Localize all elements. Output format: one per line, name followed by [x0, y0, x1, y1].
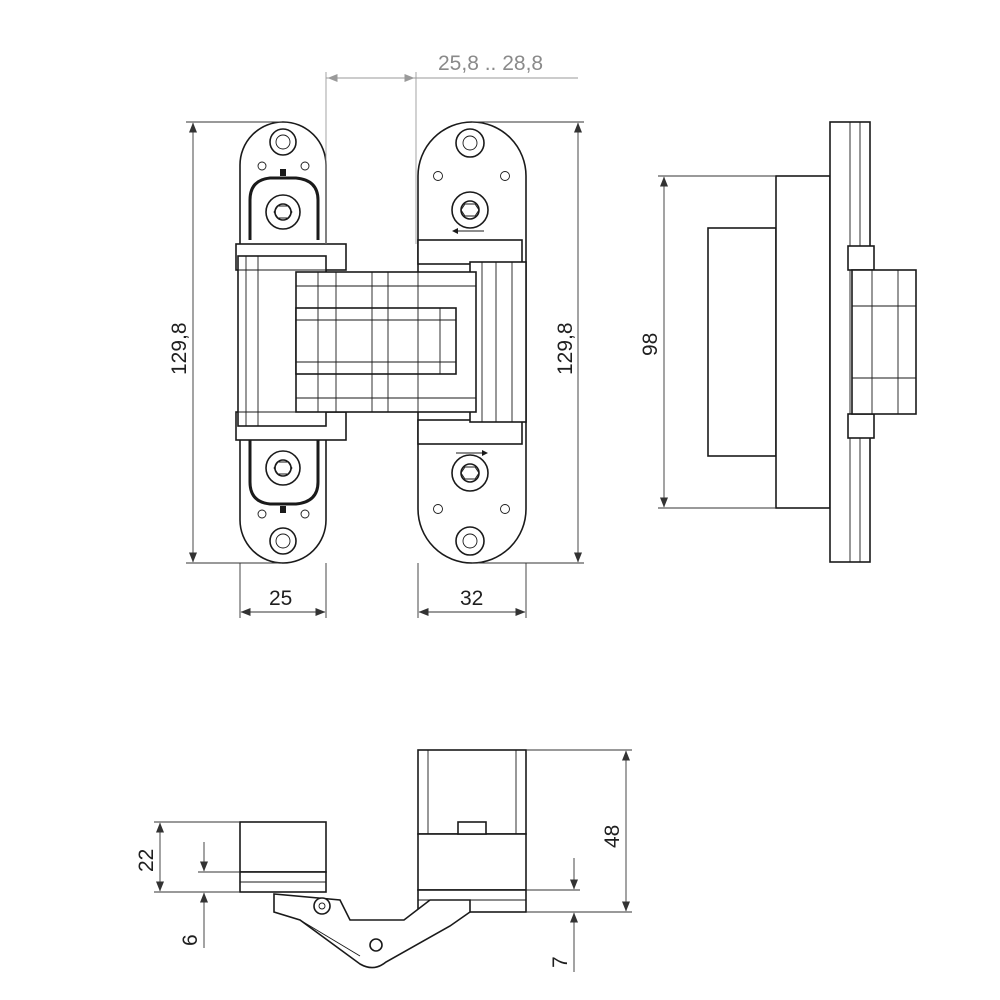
dimension-width-left: 25 [269, 587, 292, 610]
dimension-depth-right: 48 [601, 825, 624, 848]
right-body [417, 239, 527, 445]
side-view [707, 121, 917, 563]
dimension-adjust-range: 25,8 .. 28,8 [438, 52, 543, 75]
dimension-side-height: 98 [639, 333, 662, 356]
dimension-height-right: 129,8 [554, 322, 577, 375]
front-view [235, 121, 527, 564]
top-view [239, 749, 527, 969]
dimension-height-left: 129,8 [168, 322, 191, 375]
dimensions: 25,8 .. 28,8 129,8 129,8 25 32 98 22 [135, 52, 776, 972]
dimension-depth-left: 22 [135, 849, 158, 872]
dimension-offset-left: 6 [179, 934, 202, 946]
hinge-arms [295, 271, 477, 413]
dimension-width-right: 32 [460, 587, 483, 610]
dimension-offset-right: 7 [549, 956, 572, 968]
